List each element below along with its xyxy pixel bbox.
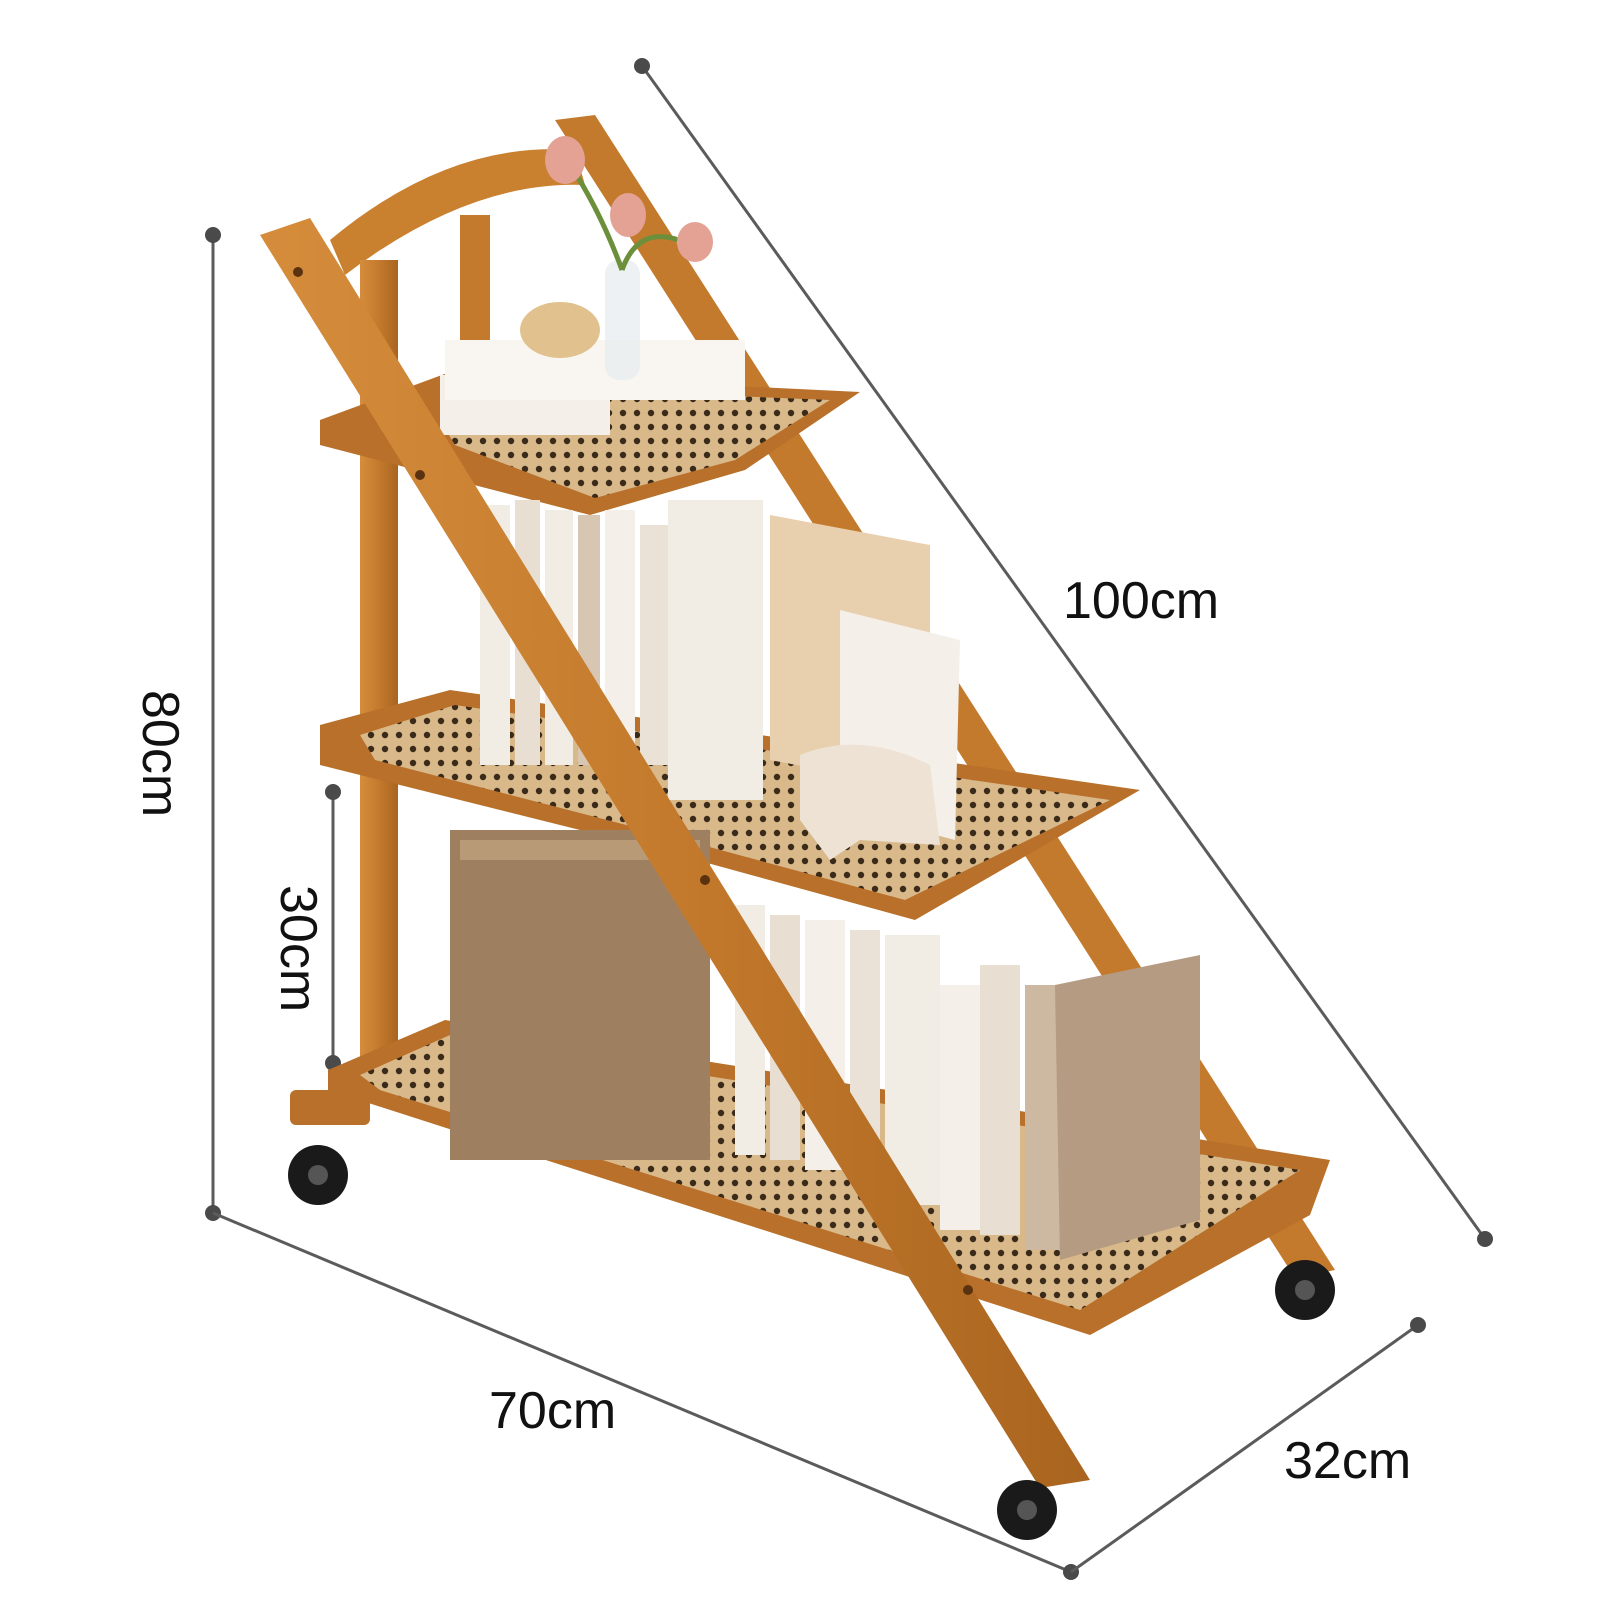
dimension-dot: [1477, 1231, 1493, 1247]
caster-wheels: [288, 1145, 1335, 1540]
dimension-dot: [634, 58, 650, 74]
front-diagonal-leg: [260, 218, 1090, 1488]
diagonal-dimension-line: [640, 65, 1487, 1240]
back-top-rail: [330, 149, 585, 275]
dimension-dot: [325, 784, 341, 800]
height-label: 80cm: [131, 690, 189, 817]
shelf-gap-label: 30cm: [269, 885, 327, 1012]
dimension-dot: [205, 227, 221, 243]
bookshelf: [260, 115, 1335, 1540]
width-label: 70cm: [489, 1382, 616, 1440]
depth-label: 32cm: [1284, 1432, 1411, 1490]
ceramic-ornament: [800, 744, 940, 860]
tulip-flower: [545, 136, 585, 184]
tulip-flower: [677, 222, 713, 262]
glass-vase: [605, 260, 640, 380]
depth-dimension-line: [1070, 1323, 1419, 1574]
decorative-ornament: [520, 302, 600, 358]
diagonal-label: 100cm: [1063, 572, 1219, 630]
dimension-labels: 80cm 100cm 30cm 70cm 32cm: [131, 572, 1411, 1490]
width-dimension-line: [212, 1211, 1072, 1574]
tulip-flower: [610, 193, 646, 237]
top-shelf-items: [440, 136, 745, 435]
dimension-lines: [205, 58, 1493, 1580]
dimension-dot: [1410, 1317, 1426, 1333]
base-foot: [290, 1090, 370, 1125]
